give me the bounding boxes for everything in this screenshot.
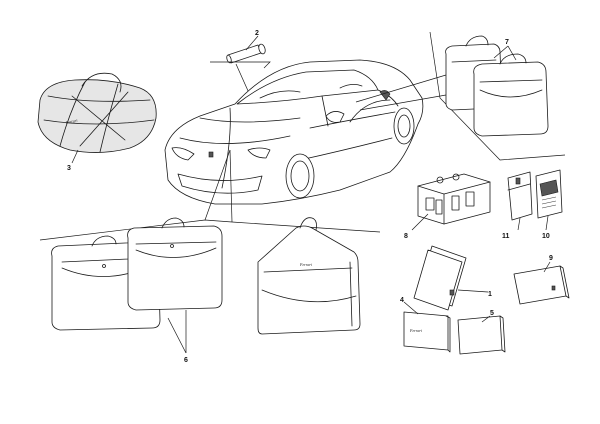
svg-text:Ferrari: Ferrari <box>299 262 312 267</box>
manual-10 <box>535 169 563 219</box>
svg-text:Ferrari: Ferrari <box>64 118 78 126</box>
callout-3: 3 <box>67 165 71 172</box>
callout-2: 2 <box>255 30 259 37</box>
leader-10 <box>545 215 549 231</box>
callout-6: 6 <box>184 357 188 364</box>
bracket-7 <box>429 31 566 161</box>
suitcase-pair-7 <box>445 35 549 137</box>
leader-1 <box>457 289 489 293</box>
leader-6a <box>167 317 187 354</box>
leader-car-bags-right <box>229 149 233 223</box>
leader-2 <box>245 35 259 51</box>
svg-text:Ferrari: Ferrari <box>409 328 422 333</box>
leader-4 <box>403 301 419 315</box>
leader-11 <box>517 217 521 231</box>
manual-9 <box>513 265 570 305</box>
callout-11: 11 <box>502 233 510 240</box>
manual-4: Ferrari <box>403 311 451 353</box>
leader-9 <box>543 261 551 273</box>
flashlight <box>226 43 266 64</box>
leader-8 <box>411 213 429 231</box>
leader-3 <box>71 149 79 164</box>
callout-9: 9 <box>549 255 553 262</box>
callout-1: 1 <box>488 291 492 298</box>
leader-7b <box>507 45 517 61</box>
callout-4: 4 <box>400 297 404 304</box>
leader-car-bags-left <box>204 149 231 221</box>
leader-5 <box>481 315 491 323</box>
callout-8: 8 <box>404 233 408 240</box>
callout-10: 10 <box>542 233 550 240</box>
manual-5 <box>457 315 506 355</box>
car-cover-bag: Ferrari <box>37 72 157 153</box>
leader-7a <box>493 45 509 59</box>
callout-7: 7 <box>505 39 509 46</box>
pouch-11 <box>507 171 533 221</box>
luggage-set-6: Ferrari <box>51 217 361 335</box>
leader-car-7b <box>359 94 447 111</box>
tool-kit-8 <box>417 173 491 225</box>
callout-5: 5 <box>490 310 494 317</box>
leader-car-7a <box>355 74 447 103</box>
ferrari-car <box>164 59 424 205</box>
bracket-2 <box>210 61 271 69</box>
document-folder-1 <box>413 245 467 311</box>
